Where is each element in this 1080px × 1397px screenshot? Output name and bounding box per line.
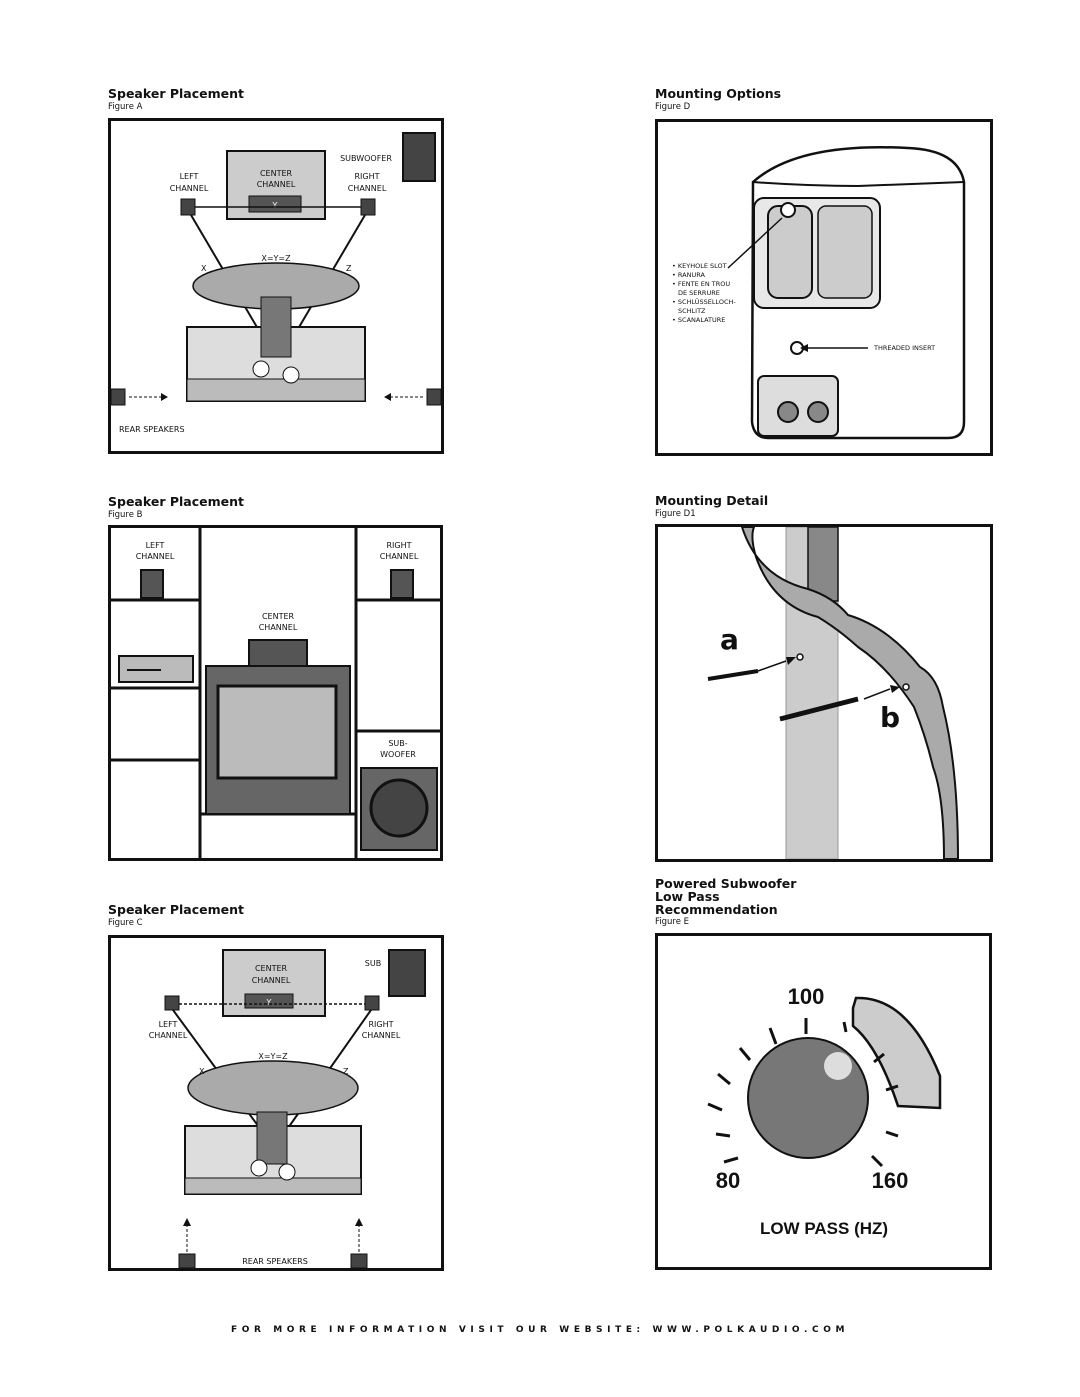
figure-d-caption: Figure D [655,102,691,112]
left-label-2: CHANNEL [170,184,209,193]
footer-website: FOR MORE INFORMATION VISIT OUR WEBSITE: … [230,1325,850,1335]
rear-right-speaker [426,388,441,406]
figure-a-caption: Figure A [108,102,143,112]
x-label: X [199,1067,205,1076]
knob [747,1037,869,1159]
listener [256,1111,288,1165]
value-160: 160 [872,1168,909,1193]
sub-label: SUB [365,959,381,968]
left-label-1: LEFT [180,172,199,181]
y-label: Y [266,998,272,1007]
right-speaker [360,198,376,216]
right-label-1: RIGHT [354,172,379,181]
left-speaker [140,569,164,599]
subwoofer-speaker [388,949,426,997]
rear-speakers-label: REAR SPEAKERS [242,1257,308,1266]
figure-e-title: Powered Subwoofer Low Pass Recommendatio… [655,876,797,917]
figure-b-title: Speaker Placement [108,494,244,509]
listening-area [187,1060,359,1116]
rear-left-speaker [111,388,126,406]
rear-speakers-label: REAR SPEAKERS [119,425,185,434]
threaded-insert-label: THREADED INSERT [873,344,935,352]
figure-e-diagram: 100 80 160 LOW PASS (HZ) [655,933,992,1270]
subwoofer-speaker [402,132,436,182]
figure-b-diagram: LEFT CHANNEL RIGHT CHANNEL CENTER CHANNE… [108,525,443,861]
anchor-b [779,696,859,722]
value-100: 100 [788,984,825,1009]
rear-right-speaker [350,1253,368,1268]
subwoofer-label: SUBWOOFER [340,154,392,163]
z-label: Z [343,1067,349,1076]
figure-b-caption: Figure B [108,510,143,520]
z-label: Z [346,264,352,273]
right-label-1: RIGHT [368,1020,393,1029]
left-speaker [164,995,180,1011]
value-80: 80 [716,1168,740,1193]
center-label-2: CHANNEL [257,180,296,189]
keyhole-item-0: • KEYHOLE SLOT [672,262,727,270]
low-pass-label: LOW PASS (HZ) [760,1219,888,1238]
figure-a-title: Speaker Placement [108,86,244,101]
sub-label-2: WOOFER [380,750,416,759]
center-speaker [248,639,308,667]
right-label-2: CHANNEL [380,552,419,561]
label-b: b [880,701,900,734]
left-speaker [180,198,196,216]
rear-left-speaker [178,1253,196,1268]
figure-d-title: Mounting Options [655,86,782,101]
figure-a-diagram: SUBWOOFER CENTER CHANNEL Y LEFT CHANNEL … [108,118,444,454]
x-label: X [201,264,207,273]
left-label-2: CHANNEL [136,552,175,561]
center-speaker [248,195,302,213]
center-label-1: CENTER [255,964,288,973]
keyhole-item-4: • SCHLÜSSELLOCH- [672,297,736,306]
figure-c-caption: Figure C [108,918,143,928]
left-label-1: LEFT [146,541,165,550]
figure-c-diagram: SUB CENTER CHANNEL Y LEFT CHANNEL RIGHT … [108,935,444,1271]
keyhole-item-2: • FENTE EN TROU [672,280,730,288]
figure-d1-diagram: a b [655,524,993,862]
center-label-2: CHANNEL [259,623,298,632]
keyhole-item-5: SCHLITZ [678,307,706,315]
keyhole-item-1: • RANURA [672,271,705,279]
figure-d1-caption: Figure D1 [655,509,696,519]
tv-screen [216,684,338,780]
keyhole-item-3: DE SERRURE [678,289,720,297]
xyz-label: X=Y=Z [258,1052,288,1061]
right-label-1: RIGHT [386,541,411,550]
figure-e-caption: Figure E [655,917,690,927]
right-label-2: CHANNEL [348,184,387,193]
label-a: a [720,623,739,656]
xyz-label: X=Y=Z [261,254,291,263]
right-speaker [390,569,414,599]
center-label-1: CENTER [262,612,295,621]
keyhole-slot [780,202,796,218]
center-label-2: CHANNEL [252,976,291,985]
left-label-1: LEFT [159,1020,178,1029]
center-label-1: CENTER [260,169,293,178]
left-label-2: CHANNEL [149,1031,188,1040]
right-label-2: CHANNEL [362,1031,401,1040]
right-speaker [364,995,380,1011]
listener [260,296,292,358]
figure-c-title: Speaker Placement [108,902,244,917]
sub-label-1: SUB- [388,739,407,748]
drywall-edge [740,527,960,859]
y-label: Y [272,201,278,210]
figure-d-diagram: • KEYHOLE SLOT • RANURA • FENTE EN TROU … [655,119,993,456]
recommended-range [851,996,942,1110]
figure-d1-title: Mounting Detail [655,493,769,508]
screw-a [707,669,759,681]
keyhole-item-6: • SCANALATURE [672,316,725,324]
